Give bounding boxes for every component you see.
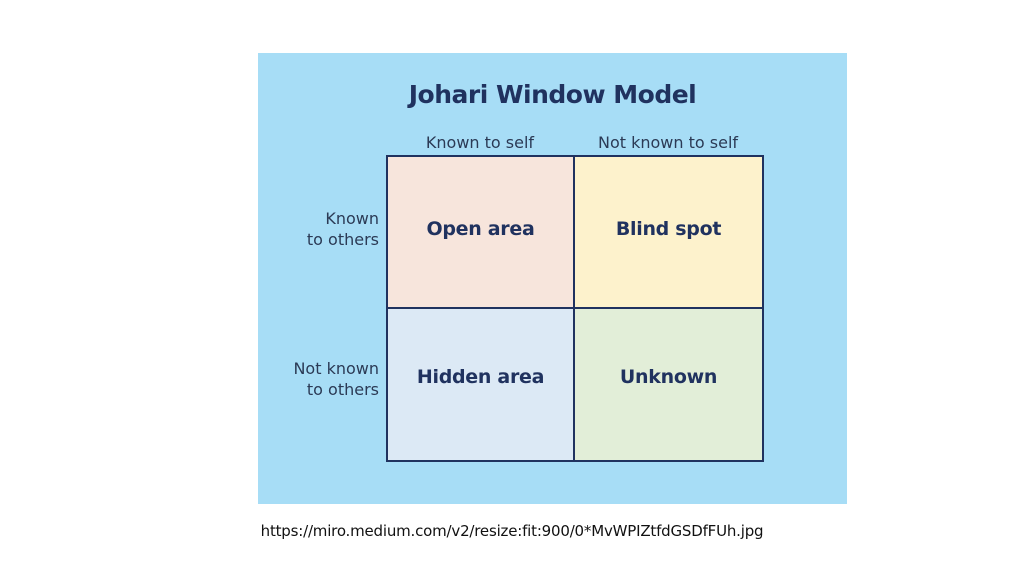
row-label-line: Not known	[293, 359, 379, 378]
cell-open-area: Open area	[388, 157, 575, 309]
source-url-caption: https://miro.medium.com/v2/resize:fit:90…	[260, 522, 764, 540]
row-label-known-to-others: Known to others	[269, 208, 379, 250]
column-label-known-to-self: Known to self	[425, 133, 535, 152]
row-label-line: to others	[306, 230, 379, 249]
row-label-line: to others	[306, 380, 379, 399]
cell-hidden-area: Hidden area	[388, 308, 575, 460]
row-label-line: Known	[325, 209, 379, 228]
johari-window-image: Johari Window Model Known to self Not kn…	[258, 53, 847, 504]
cell-blind-spot: Blind spot	[575, 157, 762, 309]
column-label-not-known-to-self: Not known to self	[597, 133, 739, 152]
diagram-title: Johari Window Model	[408, 80, 697, 109]
cell-unknown: Unknown	[575, 308, 762, 460]
row-label-not-known-to-others: Not known to others	[269, 358, 379, 400]
johari-grid: Open area Blind spot Hidden area Unknown	[386, 155, 764, 462]
